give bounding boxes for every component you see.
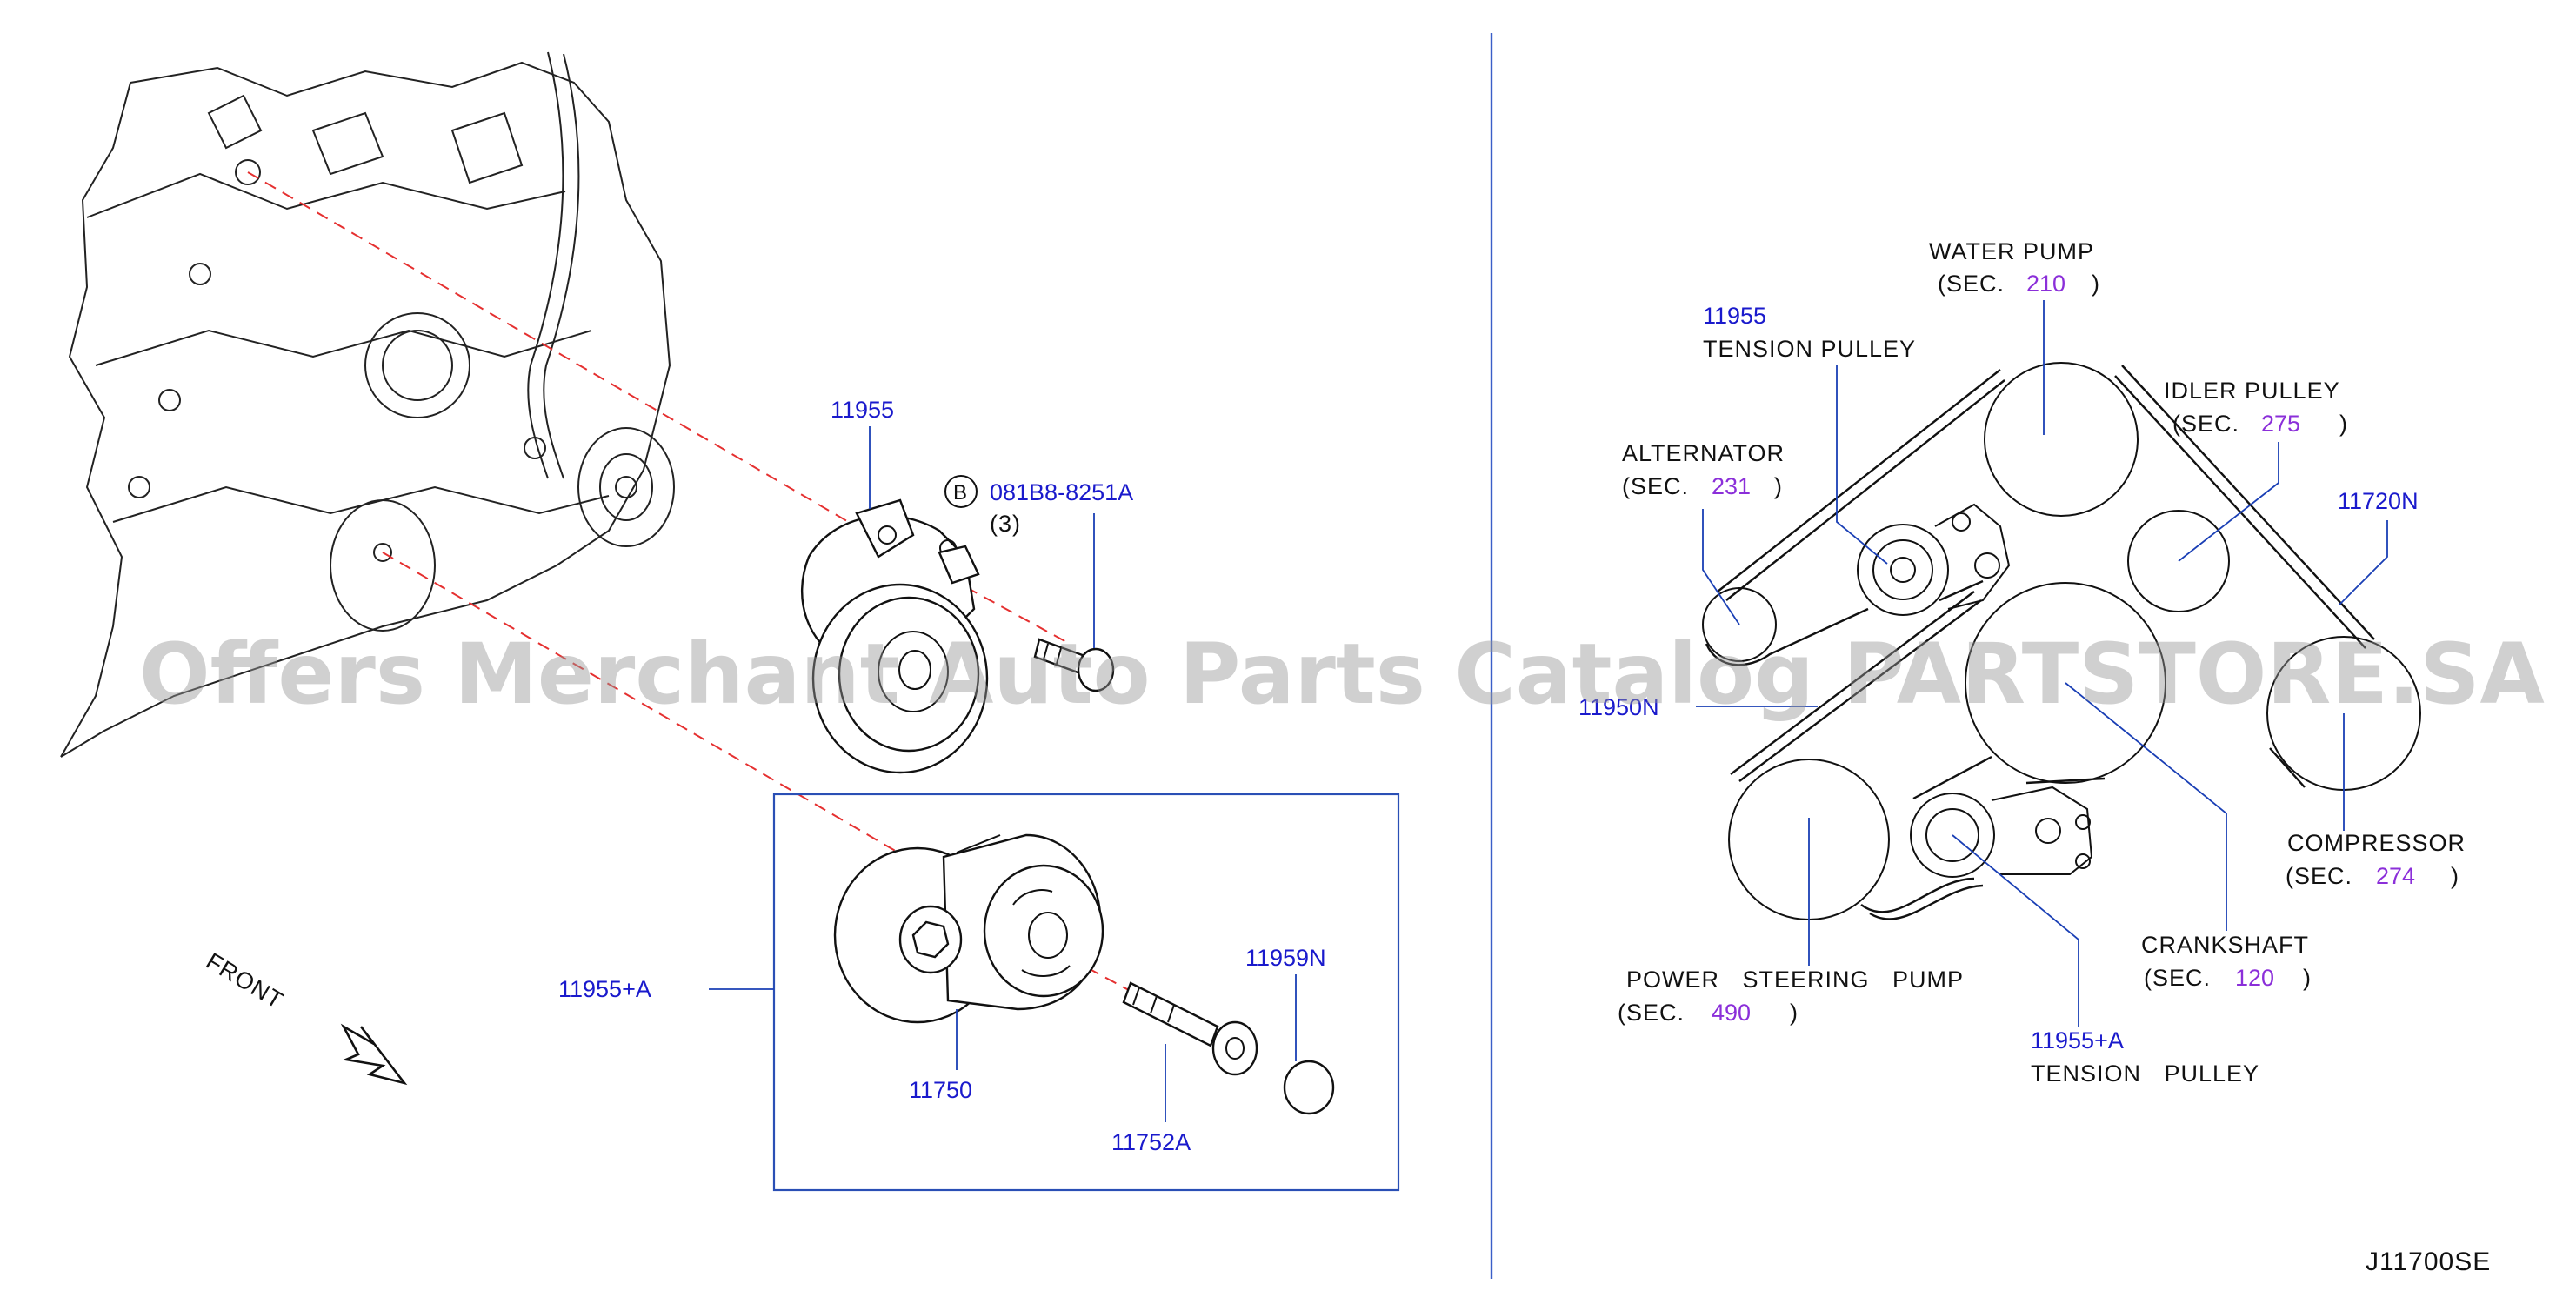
assembly-box [772,793,1400,1192]
part-number-11752a[interactable]: 11752A [1111,1129,1191,1155]
crankshaft-pulley [1965,582,2166,784]
part-number-11955a[interactable]: 11955+A [558,976,651,1002]
water-pump-pulley [1984,362,2139,517]
water-pump-sec-close: ) [2092,271,2100,297]
crankshaft-label: CRANKSHAFT [2141,932,2309,958]
alternator-sec-prefix: (SEC. [1622,473,1689,499]
bolt-quantity: (3) [990,511,1021,537]
water-pump-sec-number[interactable]: 210 [2026,271,2065,297]
compressor-sec-prefix: (SEC. [2286,863,2352,889]
power-steering-sec-number[interactable]: 490 [1712,1000,1751,1026]
tension-pulley-top-label: TENSION PULLEY [1703,336,1916,362]
part-number-11955[interactable]: 11955 [831,397,894,423]
crankshaft-sec-number[interactable]: 120 [2235,965,2274,991]
alternator-sec-close: ) [1774,473,1783,499]
drawing-id: J11700SE [2366,1248,2491,1276]
crankshaft-sec-prefix: (SEC. [2144,965,2211,991]
front-direction-label: FRONT [202,947,288,1013]
tension-pulley-top [1857,524,1949,616]
tension-pulley-assy-drawing [833,833,1104,1024]
crankshaft-sec-close: ) [2303,965,2312,991]
alternator-pulley [1702,587,1777,662]
part-number-11720n[interactable]: 11720N [2338,488,2419,514]
part-number-11959n[interactable]: 11959N [1245,945,1326,971]
power-steering-sec-prefix: (SEC. [1618,1000,1685,1026]
belt-routing-diagram [1702,362,2421,920]
idler-pulley-sec-close: ) [2339,411,2348,437]
bolt-11752a-drawing [1122,981,1258,1076]
compressor-sec-number[interactable]: 274 [2376,863,2415,889]
power-steering-sec-close: ) [1790,1000,1799,1026]
front-arrow-icon [340,1023,408,1086]
water-pump-label: WATER PUMP [1929,238,2094,264]
alternator-label: ALTERNATOR [1622,440,1785,466]
compressor-sec-close: ) [2451,863,2459,889]
tension-pulley-11955-drawing [801,498,989,774]
cap-11959n-drawing [1283,1060,1335,1115]
bolt-b-marker: B [953,481,968,505]
idler-pulley-label: IDLER PULLEY [2164,378,2340,404]
water-pump-sec-prefix: (SEC. [1938,271,2005,297]
part-number-11750[interactable]: 11750 [909,1077,972,1103]
watermark: Offers Merchant Auto Parts Catalog PARTS… [139,625,2545,723]
bolt-081b8-drawing [1033,638,1115,692]
bolt-b-circle [944,475,978,508]
part-number-081b8[interactable]: 081B8-8251A [990,479,1133,505]
tension-pulley-bottom [1910,793,1995,878]
part-number-11955-tension-top[interactable]: 11955 [1703,303,1766,329]
idler-pulley-sec-prefix: (SEC. [2172,411,2239,437]
idler-pulley [2127,510,2230,612]
part-number-11955a-tension-bottom[interactable]: 11955+A [2031,1027,2124,1054]
idler-pulley-sec-number[interactable]: 275 [2261,411,2300,437]
compressor-label: COMPRESSOR [2287,830,2466,856]
part-number-11950n[interactable]: 11950N [1578,694,1659,720]
alternator-sec-number[interactable]: 231 [1712,473,1751,499]
engine-block-drawing [60,51,675,758]
tension-pulley-bottom-label: TENSION PULLEY [2031,1060,2259,1087]
power-steering-label: POWER STEERING PUMP [1626,967,1964,993]
